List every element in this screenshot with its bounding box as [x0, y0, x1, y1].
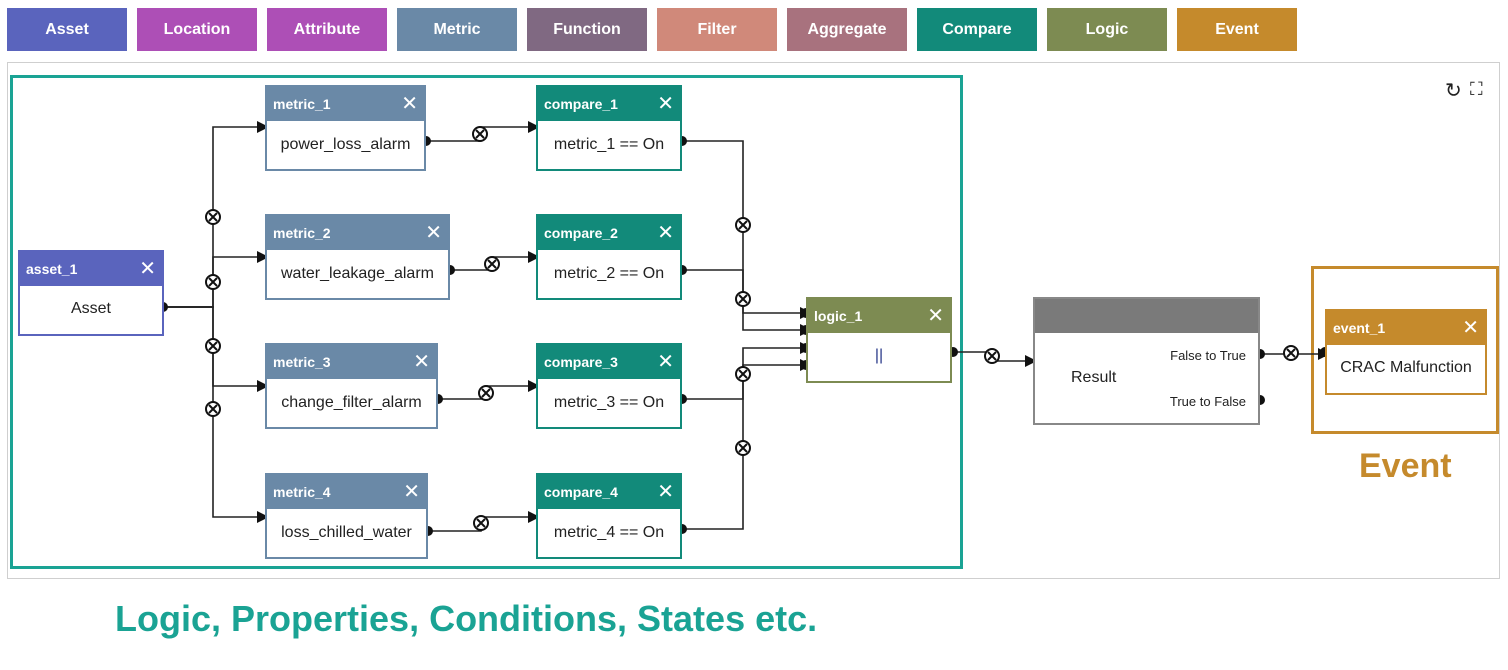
output-true-to-false-label: True to False	[1169, 394, 1246, 409]
palette-attribute-button[interactable]: Attribute	[267, 8, 387, 51]
node-title: compare_1	[544, 96, 618, 112]
compare-node[interactable]: compare_2 ✕ metric_2 == On	[536, 214, 682, 300]
node-body: CRAC Malfunction	[1340, 359, 1472, 376]
node-header: compare_1 ✕	[538, 87, 680, 121]
event-group-box	[1311, 266, 1499, 434]
palette-filter-button[interactable]: Filter	[657, 8, 777, 51]
metric-node[interactable]: metric_4 ✕ loss_chilled_water	[265, 473, 428, 559]
node-header: compare_3 ✕	[538, 345, 680, 379]
result-label: Result	[1071, 369, 1117, 386]
node-body: Asset	[70, 300, 111, 317]
close-icon[interactable]: ✕	[927, 305, 944, 327]
compare-node[interactable]: compare_4 ✕ metric_4 == On	[536, 473, 682, 559]
palette-aggregate-button[interactable]: Aggregate	[787, 8, 907, 51]
node-body: metric_3 == On	[553, 394, 665, 411]
node-header: logic_1 ✕	[808, 299, 950, 333]
node-body: ||	[874, 347, 884, 364]
palette-asset-button[interactable]: Asset	[7, 8, 127, 51]
result-node[interactable]: Result False to True True to False	[1033, 297, 1260, 425]
asset-node[interactable]: asset_1 ✕ Asset	[18, 250, 164, 336]
node-title: metric_2	[273, 225, 331, 241]
node-title: compare_2	[544, 225, 618, 241]
node-body: metric_4 == On	[553, 524, 665, 541]
node-title: metric_1	[273, 96, 331, 112]
close-icon[interactable]: ✕	[425, 222, 442, 244]
node-header: event_1 ✕	[1327, 311, 1485, 345]
close-icon[interactable]: ✕	[657, 93, 674, 115]
node-header	[1035, 299, 1258, 333]
node-body: loss_chilled_water	[281, 524, 412, 541]
logic-node[interactable]: logic_1 ✕ ||	[806, 297, 952, 383]
output-false-to-true-label: False to True	[1170, 348, 1246, 363]
node-title: logic_1	[814, 308, 863, 324]
palette-event-button[interactable]: Event	[1177, 8, 1297, 51]
compare-node[interactable]: compare_3 ✕ metric_3 == On	[536, 343, 682, 429]
node-body: metric_1 == On	[553, 136, 665, 153]
palette-metric-button[interactable]: Metric	[397, 8, 517, 51]
node-body: change_filter_alarm	[281, 394, 422, 411]
logic-group-box	[10, 75, 963, 569]
node-header: asset_1 ✕	[20, 252, 162, 286]
node-header: metric_1 ✕	[267, 87, 424, 121]
node-title: compare_4	[544, 484, 618, 500]
flow-canvas[interactable]	[7, 62, 1500, 579]
metric-node[interactable]: metric_3 ✕ change_filter_alarm	[265, 343, 438, 429]
palette-location-button[interactable]: Location	[137, 8, 257, 51]
close-icon[interactable]: ✕	[1462, 317, 1479, 339]
fullscreen-icon[interactable]: ⛶	[1470, 79, 1483, 99]
metric-node[interactable]: metric_1 ✕ power_loss_alarm	[265, 85, 426, 171]
node-header: metric_3 ✕	[267, 345, 436, 379]
close-icon[interactable]: ✕	[657, 222, 674, 244]
node-header: compare_2 ✕	[538, 216, 680, 250]
palette-function-button[interactable]: Function	[527, 8, 647, 51]
refresh-icon[interactable]: ↻	[1445, 80, 1462, 102]
close-icon[interactable]: ✕	[139, 258, 156, 280]
node-header: compare_4 ✕	[538, 475, 680, 509]
metric-node[interactable]: metric_2 ✕ water_leakage_alarm	[265, 214, 450, 300]
event-node[interactable]: event_1 ✕ CRAC Malfunction	[1325, 309, 1487, 395]
close-icon[interactable]: ✕	[403, 481, 420, 503]
node-body: water_leakage_alarm	[281, 265, 434, 282]
close-icon[interactable]: ✕	[401, 93, 418, 115]
event-group-caption: Event	[1359, 447, 1452, 485]
node-title: metric_4	[273, 484, 331, 500]
close-icon[interactable]: ✕	[657, 481, 674, 503]
node-title: asset_1	[26, 261, 78, 277]
logic-group-caption: Logic, Properties, Conditions, States et…	[115, 598, 818, 639]
node-header: metric_2 ✕	[267, 216, 448, 250]
close-icon[interactable]: ✕	[657, 351, 674, 373]
palette-logic-button[interactable]: Logic	[1047, 8, 1167, 51]
node-body: power_loss_alarm	[280, 136, 411, 153]
close-icon[interactable]: ✕	[413, 351, 430, 373]
node-title: compare_3	[544, 354, 618, 370]
palette-compare-button[interactable]: Compare	[917, 8, 1037, 51]
node-title: metric_3	[273, 354, 331, 370]
compare-node[interactable]: compare_1 ✕ metric_1 == On	[536, 85, 682, 171]
node-header: metric_4 ✕	[267, 475, 426, 509]
node-body: metric_2 == On	[553, 265, 665, 282]
node-title: event_1	[1333, 320, 1386, 336]
